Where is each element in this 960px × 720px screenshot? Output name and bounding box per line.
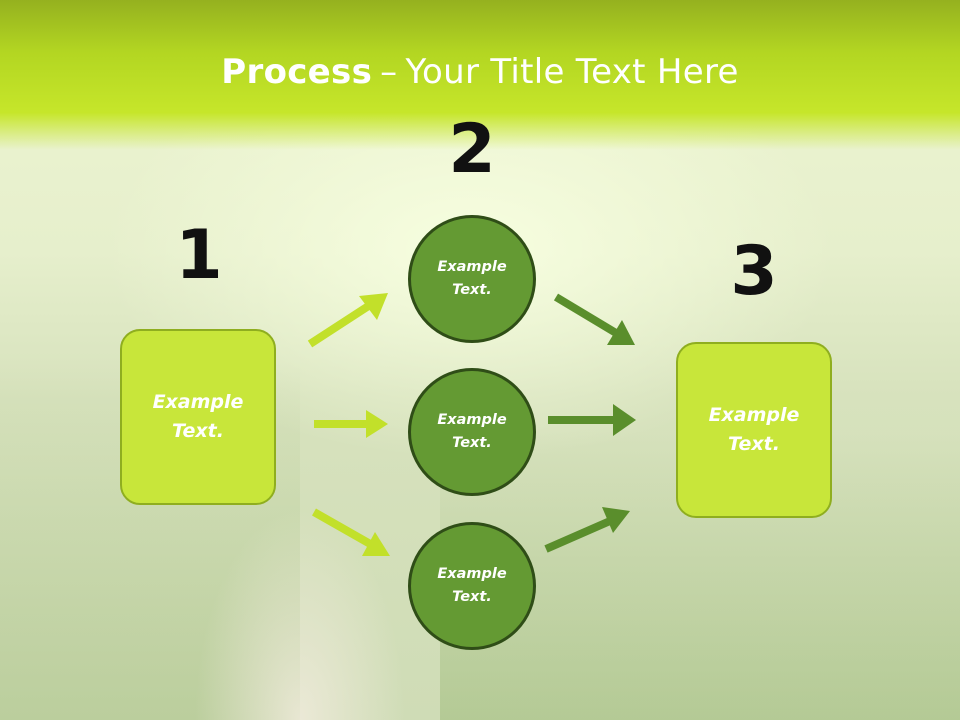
step-number-2: 2 xyxy=(448,110,496,189)
circle-bottom-line1: Example xyxy=(437,566,507,582)
box-left-line1: Example xyxy=(152,391,244,413)
arrow-from-circle-middle xyxy=(548,404,636,436)
process-box-left: Example Text. xyxy=(120,329,276,505)
arrow-to-circle-bottom xyxy=(312,508,390,556)
arrow-from-circle-top xyxy=(553,293,635,345)
title-rest: Your Title Text Here xyxy=(405,52,739,92)
title-banner xyxy=(0,0,960,150)
process-circle-middle: Example Text. xyxy=(408,368,536,496)
circle-top-line2: Text. xyxy=(452,282,492,298)
process-circle-top: Example Text. xyxy=(408,215,536,343)
box-right-line2: Text. xyxy=(728,433,780,455)
box-right-line1: Example xyxy=(708,404,800,426)
slide-title: Process–Your Title Text Here xyxy=(0,52,960,92)
circle-bottom-line2: Text. xyxy=(452,589,492,605)
box-left-line2: Text. xyxy=(172,420,224,442)
arrow-to-circle-middle xyxy=(314,410,388,438)
circle-middle-line2: Text. xyxy=(452,435,492,451)
circle-middle-line1: Example xyxy=(437,412,507,428)
step-number-1: 1 xyxy=(175,216,223,295)
arrow-from-circle-bottom xyxy=(544,507,630,553)
arrow-to-circle-top xyxy=(307,293,388,348)
process-circle-bottom: Example Text. xyxy=(408,522,536,650)
title-dash: – xyxy=(380,52,398,92)
process-box-right: Example Text. xyxy=(676,342,832,518)
circle-top-line1: Example xyxy=(437,259,507,275)
title-bold: Process xyxy=(221,52,373,92)
step-number-3: 3 xyxy=(730,232,778,311)
